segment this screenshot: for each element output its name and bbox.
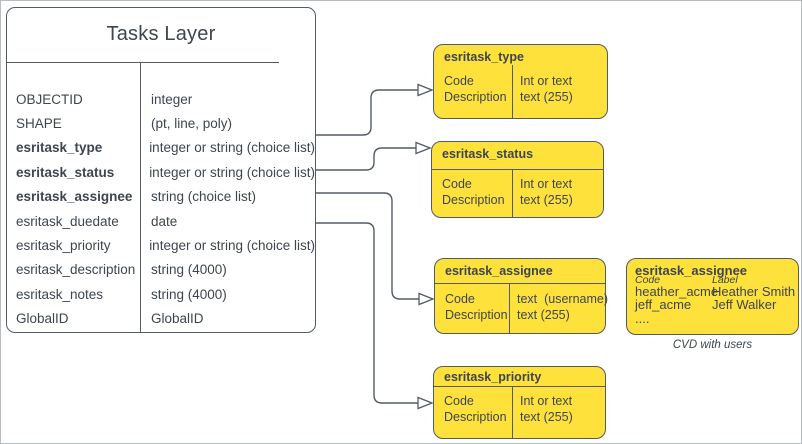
field-name: esritask_status	[16, 164, 115, 180]
table-row: esritask_description string (4000)	[7, 258, 315, 282]
field-name: esritask_description	[16, 262, 136, 278]
open-arrowhead-icon	[417, 83, 434, 97]
field-type: integer	[151, 91, 193, 107]
open-arrowhead-icon	[417, 396, 434, 410]
table-row: esritask_duedate date	[7, 209, 315, 233]
column-divider	[509, 283, 510, 333]
table-row: GlobalID GlobalID	[7, 307, 315, 331]
cvd-label: Heather Smith	[712, 284, 796, 299]
domain-box-title: esritask_type	[444, 50, 524, 64]
table-row: esritask_assignee string (choice list)	[7, 185, 315, 209]
domain-types: Int or text text (255)	[520, 176, 573, 208]
field-name: esritask_duedate	[16, 213, 119, 229]
cvd-entry: ....	[627, 310, 798, 326]
cvd-code: heather_acme	[635, 284, 719, 299]
domain-types: Int or text text (255)	[520, 393, 573, 425]
cvd-box-esritask-assignee[interactable]: esritask_assignee Code Label heather_acm…	[626, 258, 799, 335]
field-type: date	[151, 213, 178, 229]
type-label: Int or text	[520, 394, 573, 408]
column-divider	[140, 62, 141, 332]
cvd-code: jeff_acme	[635, 297, 692, 313]
title-divider	[7, 62, 279, 63]
field-type: integer or string (choice list)	[149, 164, 315, 180]
column-divider	[512, 65, 513, 118]
field-label: Code	[442, 177, 472, 191]
table-row: esritask_type integer or string (choice l…	[7, 136, 315, 160]
domain-box-title: esritask_priority	[444, 370, 542, 384]
connector-esritask-assignee	[316, 192, 419, 300]
field-label: Code	[444, 74, 474, 88]
type-label: text (255)	[517, 308, 570, 322]
type-label: text (username)	[517, 292, 609, 306]
type-label: Int or text	[520, 177, 573, 191]
field-type: integer or string (choice list)	[149, 238, 315, 254]
domain-types: Int or text text (255)	[520, 73, 573, 105]
field-name: GlobalID	[16, 311, 69, 327]
type-label: text (255)	[520, 410, 573, 424]
field-name: esritask_notes	[16, 286, 104, 302]
field-label: Code	[445, 292, 475, 306]
field-type: (pt, line, poly)	[151, 116, 233, 132]
field-label: Code	[444, 394, 474, 408]
open-arrowhead-icon	[415, 141, 432, 155]
column-divider	[512, 169, 513, 217]
field-type: string (4000)	[151, 262, 227, 278]
column-divider	[512, 386, 513, 438]
cvd-column-header-code: Code	[635, 274, 661, 286]
domain-box-title: esritask_status	[442, 147, 534, 161]
type-label: Int or text	[520, 74, 573, 88]
table-row: SHAPE (pt, line, poly)	[7, 111, 315, 135]
field-name: esritask_type	[16, 140, 103, 156]
cvd-column-header-label: Label	[712, 274, 738, 286]
connector-esritask-status	[316, 147, 416, 171]
field-name: OBJECTID	[16, 91, 83, 107]
connector-esritask-type	[316, 89, 418, 136]
domain-box-title: esritask_assignee	[445, 264, 553, 278]
title-divider	[435, 283, 605, 284]
cvd-caption: CVD with users	[672, 339, 753, 351]
cvd-code: ....	[635, 310, 650, 326]
table-row: esritask_notes string (4000)	[7, 282, 315, 306]
table-row: esritask_priority integer or string (choi…	[7, 233, 315, 257]
connector-esritask-priority	[316, 222, 418, 404]
field-label: Description	[445, 308, 508, 322]
cvd-label: Jeff Walker	[712, 297, 777, 313]
title-divider	[434, 386, 605, 387]
table-title: Tasks Layer	[106, 23, 216, 45]
type-label: text (255)	[520, 90, 573, 104]
field-type: integer or string (choice list)	[149, 140, 315, 156]
field-label: Description	[444, 410, 507, 424]
table-row: esritask_status integer or string (choice…	[7, 160, 315, 184]
field-name: SHAPE	[16, 116, 62, 132]
field-type: string (4000)	[151, 286, 227, 302]
cvd-box-title: esritask_assignee	[635, 263, 748, 278]
field-type: GlobalID	[151, 311, 204, 327]
field-name: esritask_priority	[16, 238, 111, 254]
cvd-entry: jeff_acme Jeff Walker	[627, 297, 798, 313]
field-type: string (choice list)	[151, 189, 257, 205]
title-divider	[432, 169, 603, 170]
type-label: text (255)	[520, 193, 573, 207]
open-arrowhead-icon	[418, 292, 435, 306]
field-name: esritask_assignee	[16, 189, 133, 205]
table-row: OBJECTID integer	[7, 87, 315, 111]
field-label: Description	[444, 90, 507, 104]
field-rows: OBJECTID integer SHAPE (pt, line, poly) es…	[7, 87, 315, 331]
tasks-layer-table[interactable]: Tasks Layer OBJECTID integer SHAPE (pt, li…	[6, 7, 316, 333]
domain-types: text (username) text (255)	[517, 291, 608, 323]
field-label: Description	[442, 193, 505, 207]
